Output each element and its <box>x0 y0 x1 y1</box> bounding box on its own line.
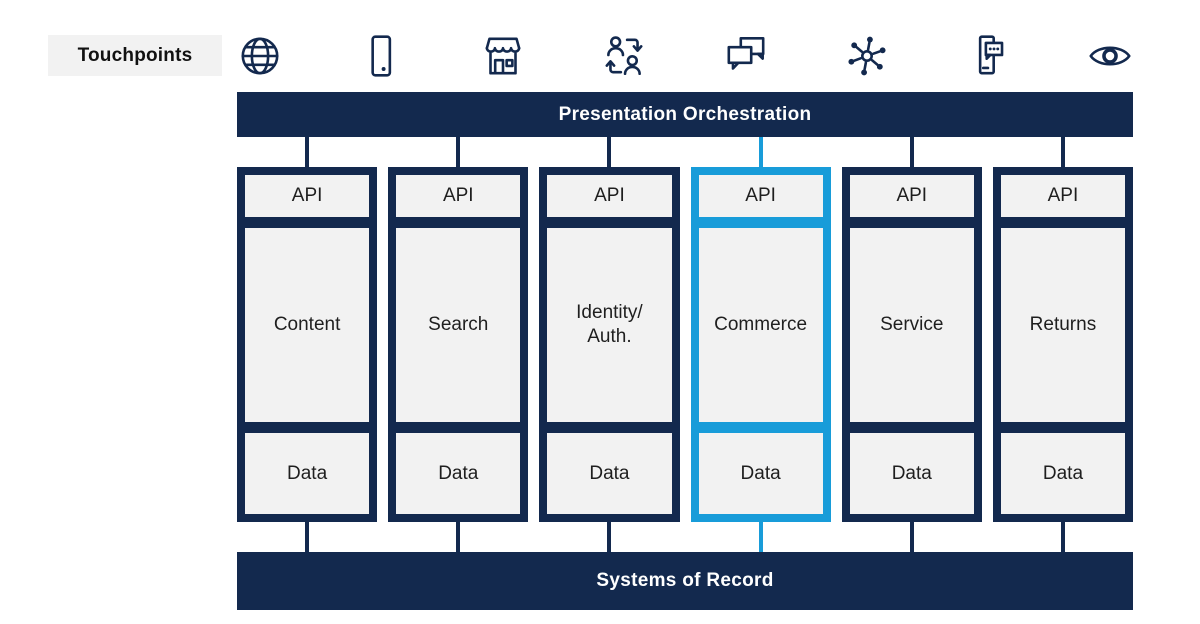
service-box: Service <box>849 228 974 422</box>
systems-of-record-bar: Systems of Record <box>237 552 1133 610</box>
top-connector <box>758 137 763 167</box>
globe-icon <box>234 30 286 82</box>
touchpoints-label: Touchpoints <box>48 35 222 76</box>
eye-icon <box>1084 30 1136 82</box>
column-frame: API Commerce Data <box>690 167 831 522</box>
data-box: Data <box>698 433 823 514</box>
service-box: Identity/ Auth. <box>547 228 672 422</box>
data-box: Data <box>547 433 672 514</box>
bottom-connector <box>456 522 461 552</box>
column-frame: API Content Data <box>237 167 378 522</box>
presentation-orchestration-bar: Presentation Orchestration <box>237 92 1133 137</box>
column-commerce: API Commerce Data <box>690 137 831 552</box>
service-box: Returns <box>1000 228 1126 422</box>
column-identity-auth: API Identity/ Auth. Data <box>539 137 680 552</box>
data-box: Data <box>245 433 370 514</box>
chat-bubbles-icon <box>720 30 772 82</box>
data-box: Data <box>849 433 974 514</box>
top-connector <box>456 137 461 167</box>
capability-pillars: API Content Data API Search Data API Ide… <box>237 137 1134 552</box>
api-box: API <box>698 175 823 217</box>
top-connector <box>607 137 612 167</box>
presentation-orchestration-label: Presentation Orchestration <box>558 103 812 125</box>
service-box: Content <box>245 228 370 422</box>
bottom-connector <box>305 522 310 552</box>
bottom-connector <box>909 522 914 552</box>
touchpoints-icon-row <box>234 28 1136 84</box>
api-box: API <box>849 175 974 217</box>
service-box: Search <box>396 228 521 422</box>
bottom-connector <box>607 522 612 552</box>
data-box: Data <box>1000 433 1126 514</box>
column-service: API Service Data <box>841 137 982 552</box>
api-box: API <box>396 175 521 217</box>
kiosk-messaging-icon <box>963 30 1015 82</box>
top-connector <box>305 137 310 167</box>
top-connector <box>909 137 914 167</box>
bottom-connector <box>1060 522 1065 552</box>
storefront-icon <box>477 30 529 82</box>
network-hub-icon <box>841 30 893 82</box>
service-box: Commerce <box>698 228 823 422</box>
column-returns: API Returns Data <box>992 137 1134 552</box>
bottom-connector <box>758 522 763 552</box>
column-frame: API Returns Data <box>992 167 1134 522</box>
column-frame: API Identity/ Auth. Data <box>539 167 680 522</box>
column-frame: API Service Data <box>841 167 982 522</box>
api-box: API <box>1000 175 1126 217</box>
systems-of-record-label: Systems of Record <box>596 570 774 591</box>
customer-exchange-icon <box>598 30 650 82</box>
column-search: API Search Data <box>388 137 529 552</box>
top-connector <box>1060 137 1065 167</box>
mobile-phone-icon <box>355 30 407 82</box>
column-content: API Content Data <box>237 137 378 552</box>
api-box: API <box>547 175 672 217</box>
data-box: Data <box>396 433 521 514</box>
column-frame: API Search Data <box>388 167 529 522</box>
api-box: API <box>245 175 370 217</box>
